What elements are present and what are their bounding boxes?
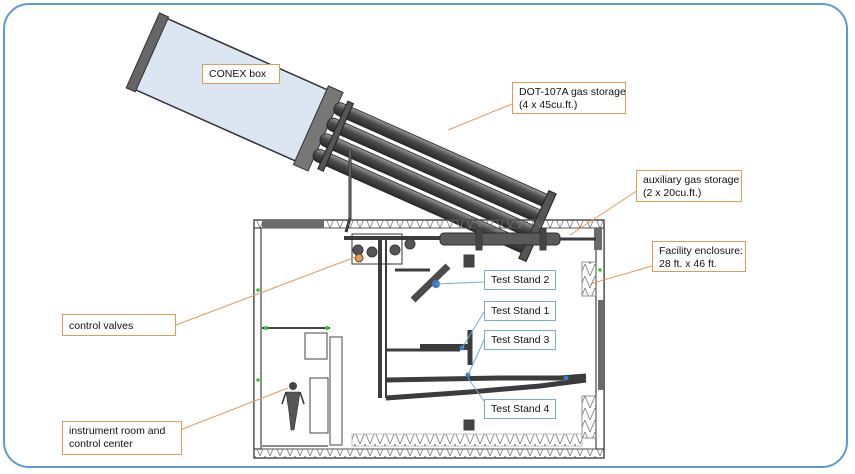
dot-storage-line2: (4 x 45cu.ft.) (519, 99, 578, 111)
aux-storage-label: auxiliary gas storage (2 x 20cu.ft.) (636, 170, 742, 202)
dot-storage-label: DOT-107A gas storage (4 x 45cu.ft.) (512, 82, 626, 114)
aux-storage-line1: auxiliary gas storage (643, 174, 740, 186)
instrument-line1: instrument room and (69, 425, 166, 437)
conex-and-storage (125, 12, 557, 263)
conex-box-text: CONEX box (209, 68, 267, 80)
facility-enclosure (253, 219, 605, 459)
instrument-room-label: instrument room and control center (62, 421, 182, 455)
control-valve-icon (354, 253, 364, 263)
conex-box-label: CONEX box (202, 64, 280, 84)
test-stand-1-label: Test Stand 1 (484, 301, 556, 321)
test-stand-2-text: Test Stand 2 (491, 274, 550, 286)
test-stand-3-text: Test Stand 3 (491, 334, 550, 346)
piping-manifold (344, 227, 596, 431)
instrument-room (262, 326, 343, 447)
test-stand-3-label: Test Stand 3 (484, 330, 556, 350)
control-valves-text: control valves (69, 320, 134, 332)
aux-storage-line2: (2 x 20cu.ft.) (643, 187, 702, 199)
dot-storage-line1: DOT-107A gas storage (519, 86, 626, 98)
control-valves-label: control valves (62, 314, 176, 336)
operator-figure-icon (281, 382, 305, 431)
facility-enclosure-label: Facility enclosure: 28 ft. x 46 ft. (652, 241, 746, 272)
test-stand-4-label: Test Stand 4 (484, 399, 556, 419)
test-stand-2-label: Test Stand 2 (484, 270, 556, 290)
facility-line2: 28 ft. x 46 ft. (659, 258, 717, 270)
conex-box (133, 17, 334, 165)
outer-frame (3, 3, 848, 468)
test-stand-1-text: Test Stand 1 (491, 305, 550, 317)
test-stand-4-text: Test Stand 4 (491, 403, 550, 415)
facility-line1: Facility enclosure: (659, 245, 744, 257)
instrument-line2: control center (69, 438, 133, 450)
